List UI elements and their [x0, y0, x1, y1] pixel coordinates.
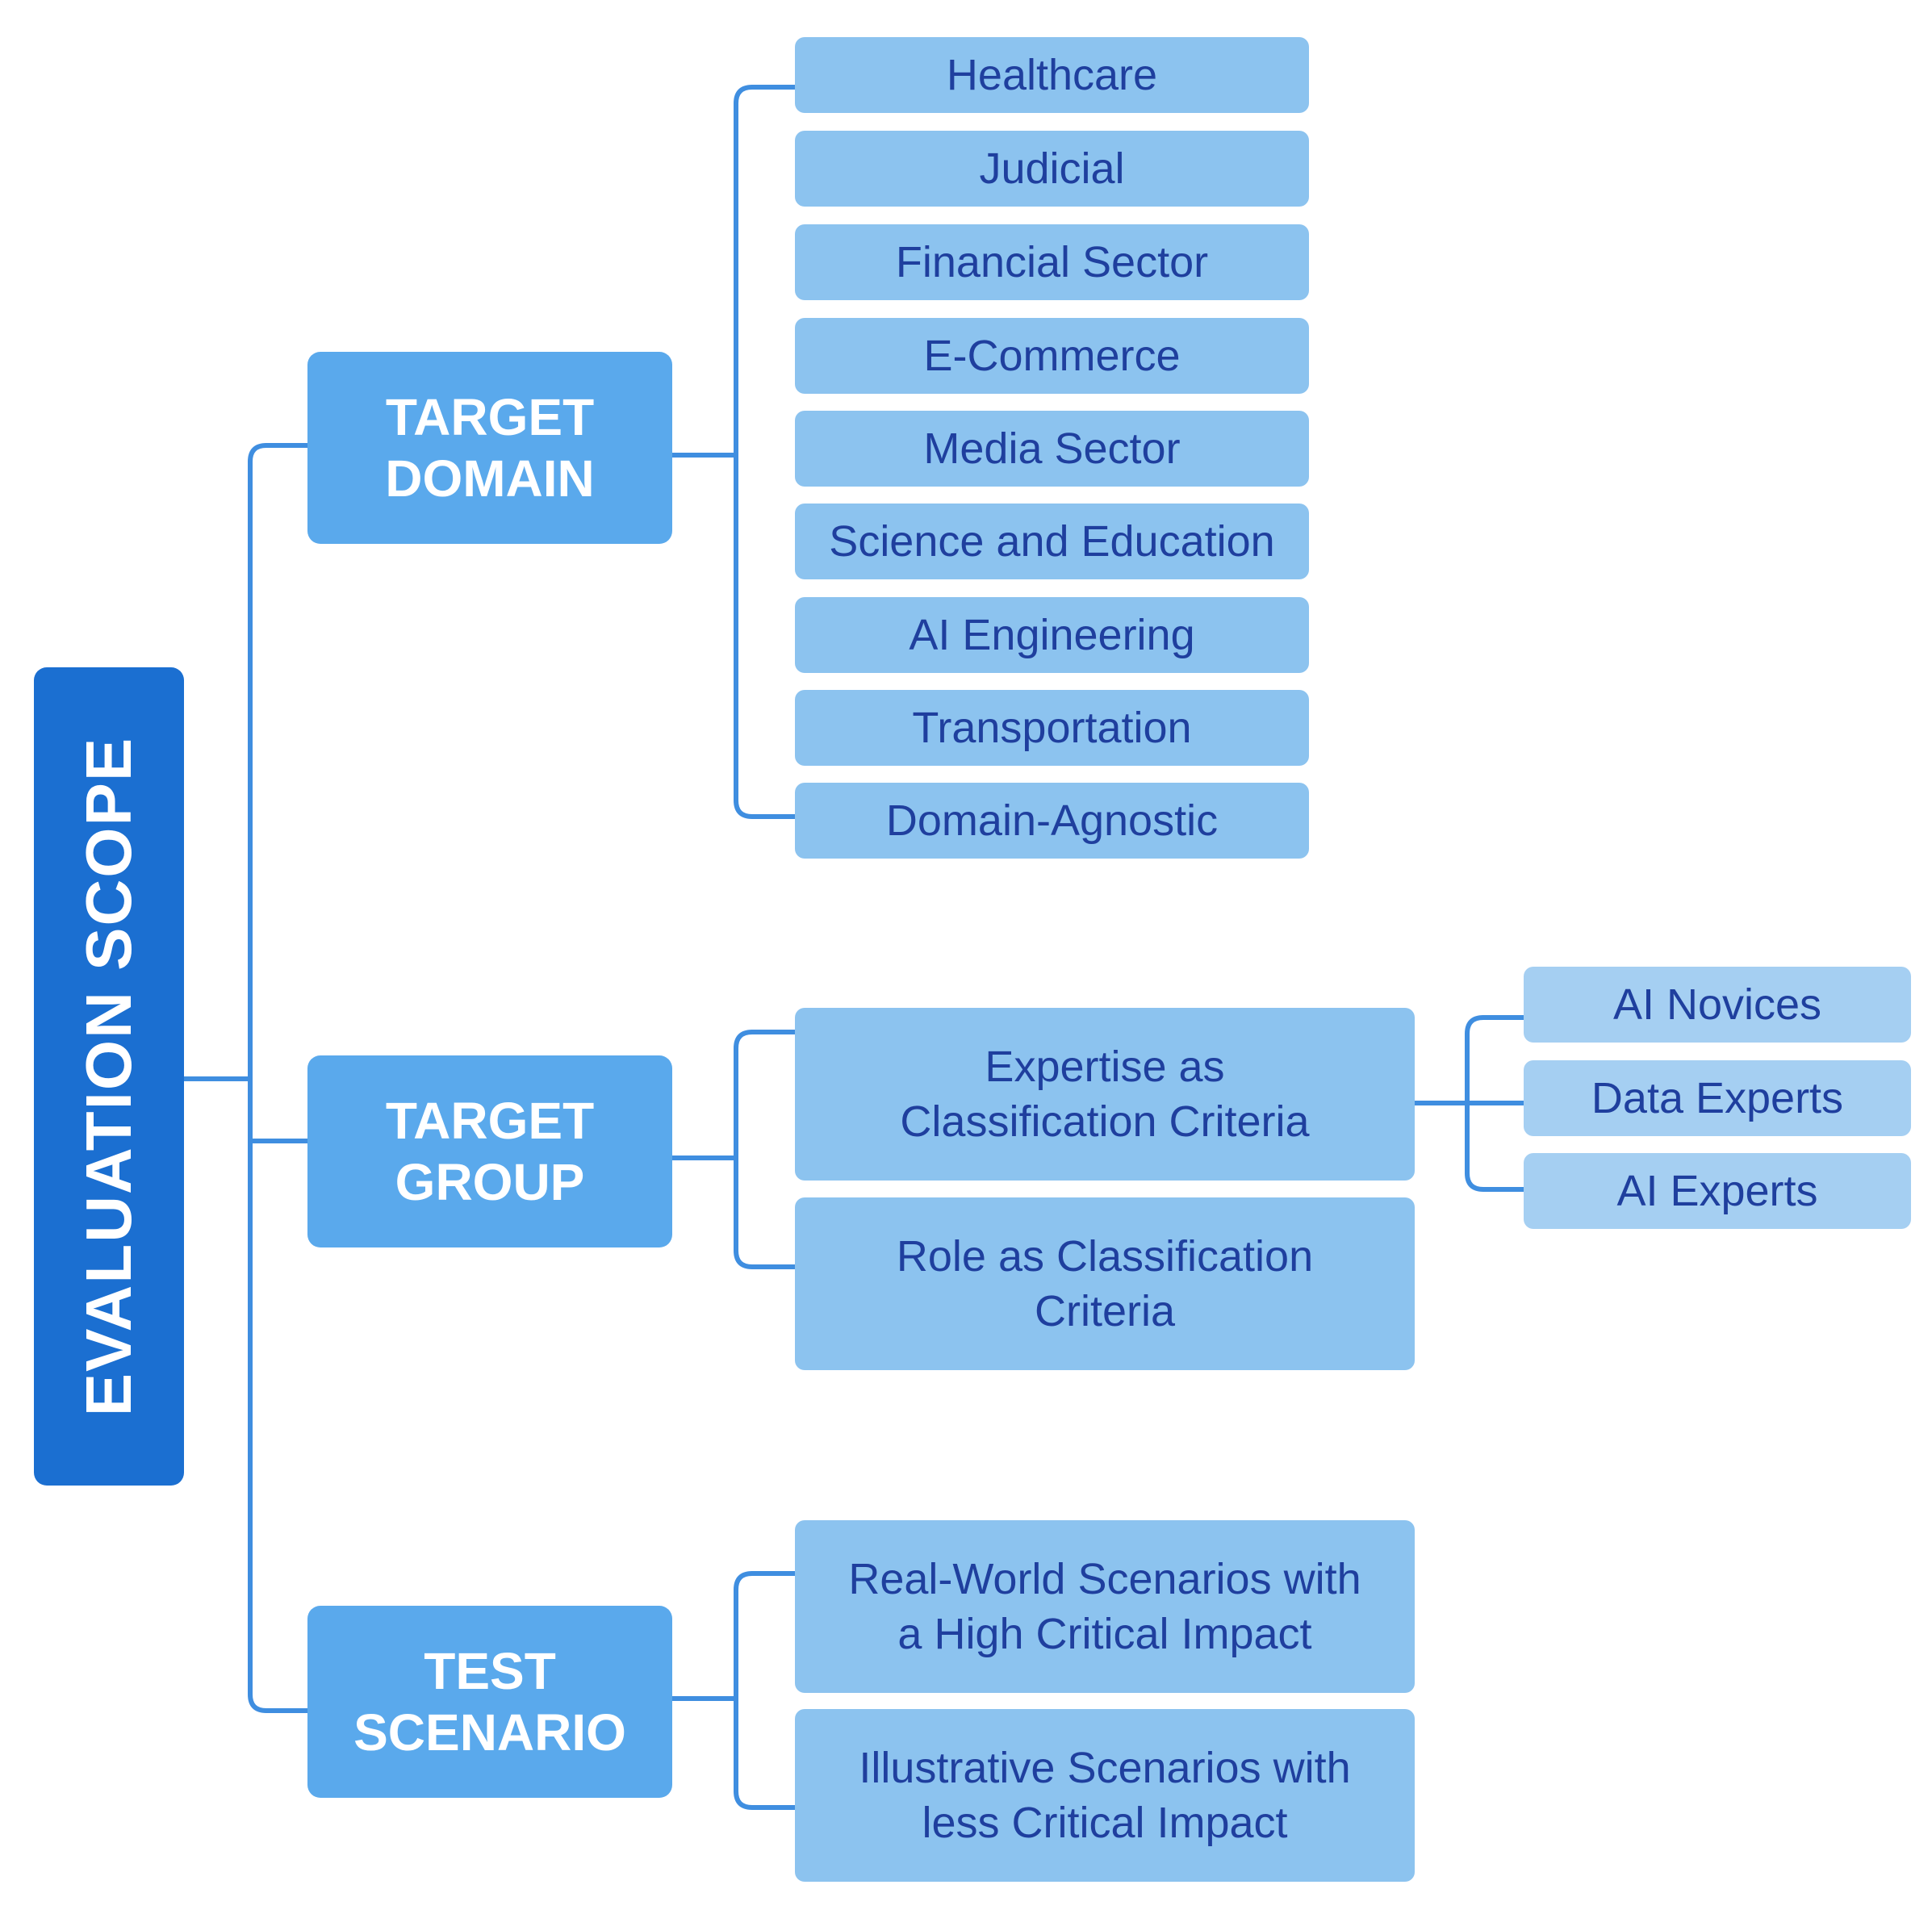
- leaf-scenario: Real-World Scenarios with a High Critica…: [795, 1520, 1415, 1693]
- leaf-domain: AI Engineering: [795, 597, 1309, 673]
- leaf-domain: Judicial: [795, 131, 1309, 207]
- category-label: TARGET GROUP: [385, 1092, 595, 1211]
- leaf-label: Role as Classification Criteria: [896, 1232, 1314, 1335]
- leaf-domain: Transportation: [795, 690, 1309, 766]
- leaf-domain: Financial Sector: [795, 224, 1309, 300]
- connector-expertise-trunk: [1465, 1015, 1526, 1192]
- leaf-domain: Domain-Agnostic: [795, 783, 1309, 859]
- leaf-label: Expertise as Classification Criteria: [900, 1043, 1310, 1146]
- leaf-domain: Healthcare: [795, 37, 1309, 113]
- category-target-group: TARGET GROUP: [307, 1055, 672, 1247]
- leaf-label: Real-World Scenarios with a High Critica…: [848, 1555, 1361, 1658]
- leaf-group-role: Role as Classification Criteria: [795, 1197, 1415, 1370]
- connector-group-trunk: [734, 1030, 797, 1269]
- root-label: EVALUATION SCOPE: [73, 736, 144, 1417]
- leaf-domain: Media Sector: [795, 411, 1309, 487]
- leaf-scenario: Illustrative Scenarios with less Critica…: [795, 1709, 1415, 1882]
- category-label: TEST SCENARIO: [353, 1642, 626, 1761]
- connector-domain-trunk: [734, 85, 797, 819]
- connector-root-trunk: [248, 443, 269, 1713]
- root-node-evaluation-scope: EVALUATION SCOPE: [34, 667, 184, 1486]
- category-label: TARGET DOMAIN: [385, 388, 595, 508]
- subleaf-expertise: AI Experts: [1524, 1153, 1911, 1229]
- leaf-label: Illustrative Scenarios with less Critica…: [859, 1744, 1351, 1847]
- category-target-domain: TARGET DOMAIN: [307, 352, 672, 544]
- subleaf-expertise: Data Experts: [1524, 1060, 1911, 1136]
- connector-scenario-trunk: [734, 1571, 797, 1810]
- category-test-scenario: TEST SCENARIO: [307, 1606, 672, 1798]
- leaf-group-expertise: Expertise as Classification Criteria: [795, 1008, 1415, 1181]
- subleaf-expertise: AI Novices: [1524, 967, 1911, 1043]
- leaf-domain: E-Commerce: [795, 318, 1309, 394]
- leaf-domain: Science and Education: [795, 504, 1309, 579]
